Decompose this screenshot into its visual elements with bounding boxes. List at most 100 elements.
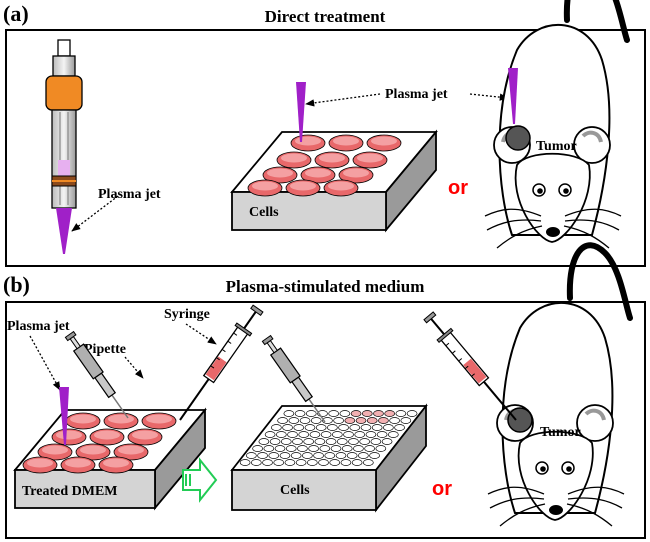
well [268,452,280,459]
panel-a-title: Direct treatment [265,7,386,26]
well [336,438,348,445]
well [299,417,311,424]
well [264,431,276,438]
well [287,431,298,438]
well [279,452,291,459]
well [365,431,377,438]
or-text-a: or [448,177,468,199]
well [319,445,331,452]
well [250,459,262,466]
well [318,459,329,466]
plasma-jet-b [59,387,69,445]
well [303,438,315,445]
plasma-jet-a3 [508,68,518,124]
well [371,424,383,431]
well [257,452,268,459]
well [360,424,372,431]
well [341,445,353,452]
well [292,438,303,445]
well [362,459,374,466]
panel-b-title: Plasma-stimulated medium [226,277,425,296]
label-syringe-b: Syringe [164,307,210,322]
panel-b-frame [5,301,646,539]
well [271,424,282,431]
well [359,438,371,445]
well [355,417,367,424]
well [389,417,400,424]
well [330,445,342,452]
well [383,424,394,431]
well [246,452,257,459]
well [275,431,287,438]
well [315,424,327,431]
well [351,459,363,466]
well [335,452,347,459]
plasma-jet-device [45,39,83,254]
well [384,410,396,417]
plasma-jet-pointer-a1 [71,195,119,232]
well [239,459,251,466]
well [302,452,313,459]
well [313,452,324,459]
well [329,459,341,466]
syringe-b2 [423,311,517,421]
well [277,417,288,424]
well [346,452,358,459]
mouse-a [485,0,627,248]
well [280,438,292,445]
label-cells-b: Cells [280,483,310,498]
well [306,459,318,466]
well [258,438,270,445]
well [327,424,338,431]
panel-a-letter: (a) [3,1,29,26]
label-treated-dmem: Treated DMEM [22,484,118,499]
well [348,438,359,445]
well [378,417,389,424]
wells-b2 [239,410,418,466]
well [350,410,362,417]
well [339,410,351,417]
pipette-b1 [64,330,129,419]
well [361,410,373,417]
well [263,445,275,452]
well [370,438,382,445]
plasma-jet-a2 [296,82,306,142]
well [395,410,407,417]
well [310,417,322,424]
well [328,410,340,417]
well [282,424,293,431]
well [314,438,326,445]
well [366,417,378,424]
well [297,445,308,452]
well [369,452,380,459]
pipette-pointer-b [124,356,144,379]
well [331,431,343,438]
well [340,459,352,466]
well [285,445,297,452]
tumor-a [505,125,531,151]
plasma-jet-pointer-b [29,335,61,391]
well [333,417,344,424]
label-plasma-jet-a2: Plasma jet [385,87,448,102]
orange-collar [45,75,83,111]
panel-b-letter: (b) [3,272,30,297]
pipette-b2 [261,334,326,423]
panel-a-frame [5,29,646,267]
well [294,410,306,417]
label-plasma-jet-a1: Plasma jet [98,187,161,202]
plasma-jet-pointer-a3 [469,93,509,101]
tumor-b [507,407,533,433]
well [290,452,302,459]
well [343,431,354,438]
well [349,424,361,431]
well [406,410,418,417]
well [320,431,332,438]
plasma-jet-pointer-a2 [305,93,381,107]
well [344,417,356,424]
well [400,417,412,424]
well [387,431,399,438]
well [325,438,337,445]
syringe-b1 [179,304,264,421]
well [354,431,366,438]
label-tumor-b: Tumor [540,425,581,440]
